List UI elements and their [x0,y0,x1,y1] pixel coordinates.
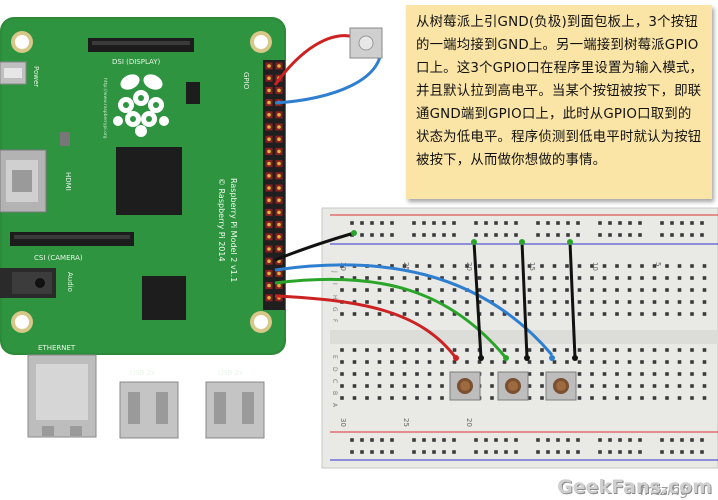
gpio-label: GPIO [242,72,250,90]
power-rail-bottom [350,438,704,454]
ethernet-label: ETHERNET [38,344,76,352]
column-label: 25 [402,262,410,271]
credit-text: fritzing [640,483,689,499]
usb-port [119,381,179,439]
gpio-pins [265,62,283,302]
red-wire [273,34,356,86]
column-label: 10 [591,262,599,271]
row-labels: J I H G F E D C B A [331,270,338,408]
explanation-text: 从树莓派上引GND(负极)到面包板上，3个按钮的一端均接到GND上。另一端接到树… [416,15,704,168]
black-jumper [520,241,529,359]
model-text: Raspberry Pi Model 2 v1.1 [229,178,238,282]
black-wire [274,231,355,262]
row-label: E [331,355,338,359]
dsi-label: DSI (DISPLAY) [112,58,161,66]
copyright-text: © Raspberry Pi 2014 [217,178,226,262]
blue-wire [274,263,554,356]
column-label: 20 [465,262,473,271]
usb-port [205,381,265,439]
usb-label: USB 2x [218,369,243,377]
row-label: G [331,307,338,312]
column-label: 30 [339,418,347,427]
column-label: 20 [465,418,473,427]
hdmi-label: HDMI [64,172,72,191]
row-label: C [331,379,338,383]
usb-label: USB 2x [130,369,155,377]
row-label: H [331,295,338,300]
pushbutton [349,27,383,59]
breadboard: 30 25 20 15 10 5 30 25 20 J I H G F E D … [321,207,718,469]
black-jumper [472,241,483,359]
column-label: 30 [339,262,347,271]
green-wire [274,277,508,359]
column-label: 25 [402,418,410,427]
wires [273,34,577,359]
pushbutton [449,371,481,401]
row-label: I [331,283,338,285]
raspberry-pi-board: DSI (DISPLAY) Power http://www.raspberry… [0,17,286,439]
row-label: A [331,403,338,408]
row-label: B [331,391,338,395]
soc-chip [116,147,182,215]
column-label: 15 [528,262,536,271]
audio-label: Audio [66,272,74,292]
power-rail-top [350,221,704,237]
csi-label: CSI (CAMERA) [34,254,83,262]
red-wire [274,294,458,359]
pushbutton [545,371,577,401]
row-label: J [331,270,338,273]
row-label: D [331,367,338,372]
row-label: F [331,319,338,323]
explanation-note: 从树莓派上引GND(负极)到面包板上，3个按钮的一端均接到GND上。另一端接到树… [406,5,712,199]
power-label: Power [32,66,40,87]
url-text: http://www.raspberrypi.org [102,78,108,139]
black-jumper [568,241,577,359]
pushbutton [497,371,529,401]
watermark: GeekFans.com [557,476,712,498]
raspberry-logo-icon [113,74,169,137]
column-label: 5 [654,262,662,266]
